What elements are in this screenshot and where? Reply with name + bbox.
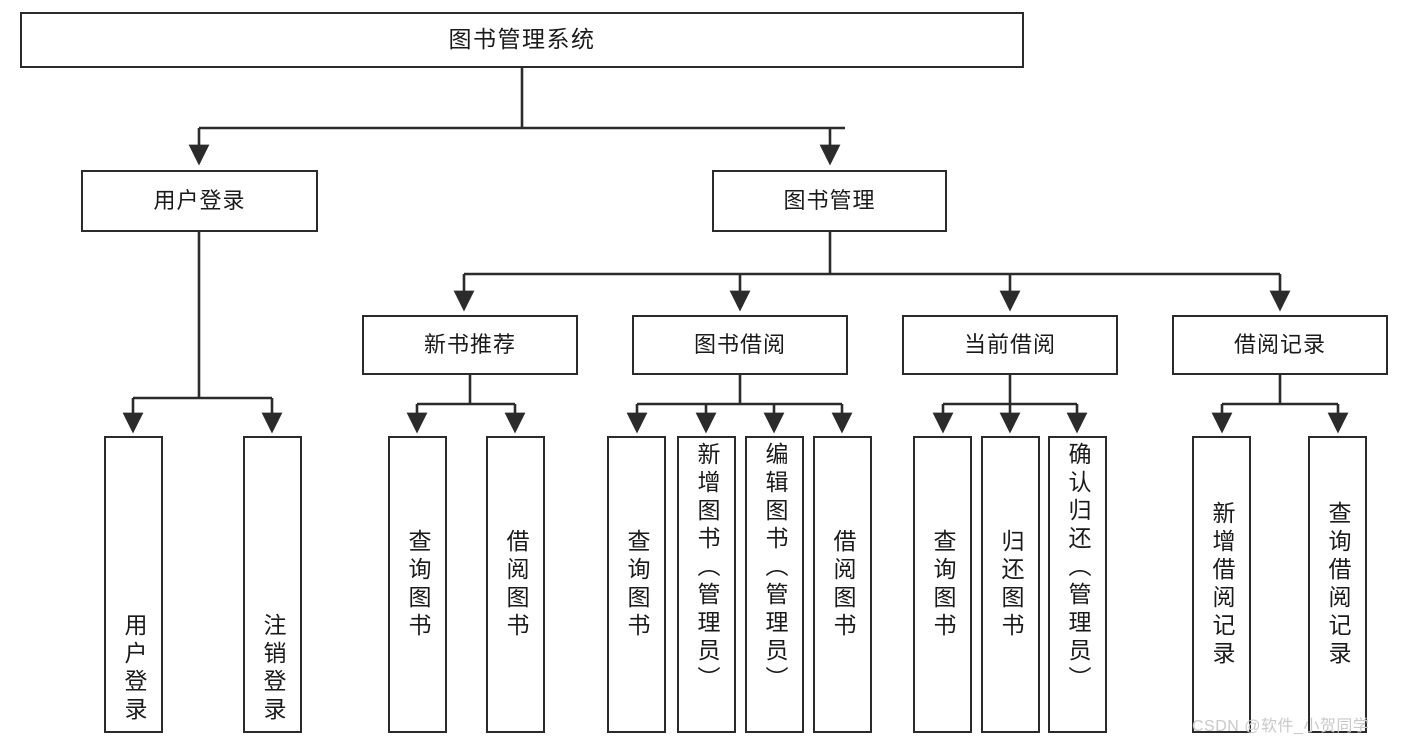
node-label: 新书推荐 <box>423 332 516 358</box>
node-book-borrow[interactable]: 图书借阅 <box>632 315 848 375</box>
node-label: 图书管理系统 <box>448 26 596 53</box>
node-label: 查询图书 <box>624 528 650 641</box>
leaf-user-login[interactable]: 用户登录 <box>104 436 163 733</box>
node-user-login[interactable]: 用户登录 <box>81 170 318 232</box>
node-label: 借阅记录 <box>1233 332 1326 358</box>
node-label: 注销登录 <box>260 613 286 725</box>
leaf-query-book-borrow[interactable]: 查询图书 <box>607 436 666 733</box>
node-label: 确认归还（管理员） <box>1065 442 1091 694</box>
node-label: 查询借阅记录 <box>1325 500 1351 669</box>
node-label: 用户登录 <box>153 188 246 214</box>
leaf-logout-login[interactable]: 注销登录 <box>243 436 302 733</box>
node-book-management[interactable]: 图书管理 <box>712 170 947 232</box>
leaf-add-book-admin[interactable]: 新增图书（管理员） <box>677 436 736 733</box>
node-label: 新增图书（管理员） <box>694 442 720 694</box>
leaf-borrow-book[interactable]: 借阅图书 <box>813 436 872 733</box>
leaf-borrow-book-recommendation[interactable]: 借阅图书 <box>486 436 545 733</box>
node-label: 用户登录 <box>121 613 147 725</box>
node-label: 借阅图书 <box>830 528 856 641</box>
node-label: 借阅图书 <box>503 528 529 641</box>
node-label: 编辑图书（管理员） <box>762 442 788 694</box>
node-book-management-system[interactable]: 图书管理系统 <box>20 12 1024 68</box>
node-label: 新增借阅记录 <box>1209 500 1235 669</box>
leaf-query-book-current[interactable]: 查询图书 <box>913 436 972 733</box>
node-new-book-recommendation[interactable]: 新书推荐 <box>362 315 578 375</box>
node-label: 当前借阅 <box>963 332 1056 358</box>
leaf-query-borrow-record[interactable]: 查询借阅记录 <box>1308 436 1367 733</box>
leaf-edit-book-admin[interactable]: 编辑图书（管理员） <box>745 436 804 733</box>
node-label: 图书管理 <box>783 188 876 214</box>
leaf-add-borrow-record[interactable]: 新增借阅记录 <box>1192 436 1251 733</box>
node-label: 查询图书 <box>405 528 431 641</box>
watermark: CSDN @软件_小贺同学 <box>1192 718 1370 735</box>
node-current-borrow[interactable]: 当前借阅 <box>902 315 1118 375</box>
leaf-return-book[interactable]: 归还图书 <box>981 436 1040 733</box>
node-label: 图书借阅 <box>693 332 786 358</box>
leaf-confirm-return-admin[interactable]: 确认归还（管理员） <box>1048 436 1107 733</box>
node-borrow-record[interactable]: 借阅记录 <box>1172 315 1388 375</box>
leaf-query-book-recommendation[interactable]: 查询图书 <box>388 436 447 733</box>
node-label: 查询图书 <box>930 528 956 641</box>
node-label: 归还图书 <box>998 528 1024 641</box>
